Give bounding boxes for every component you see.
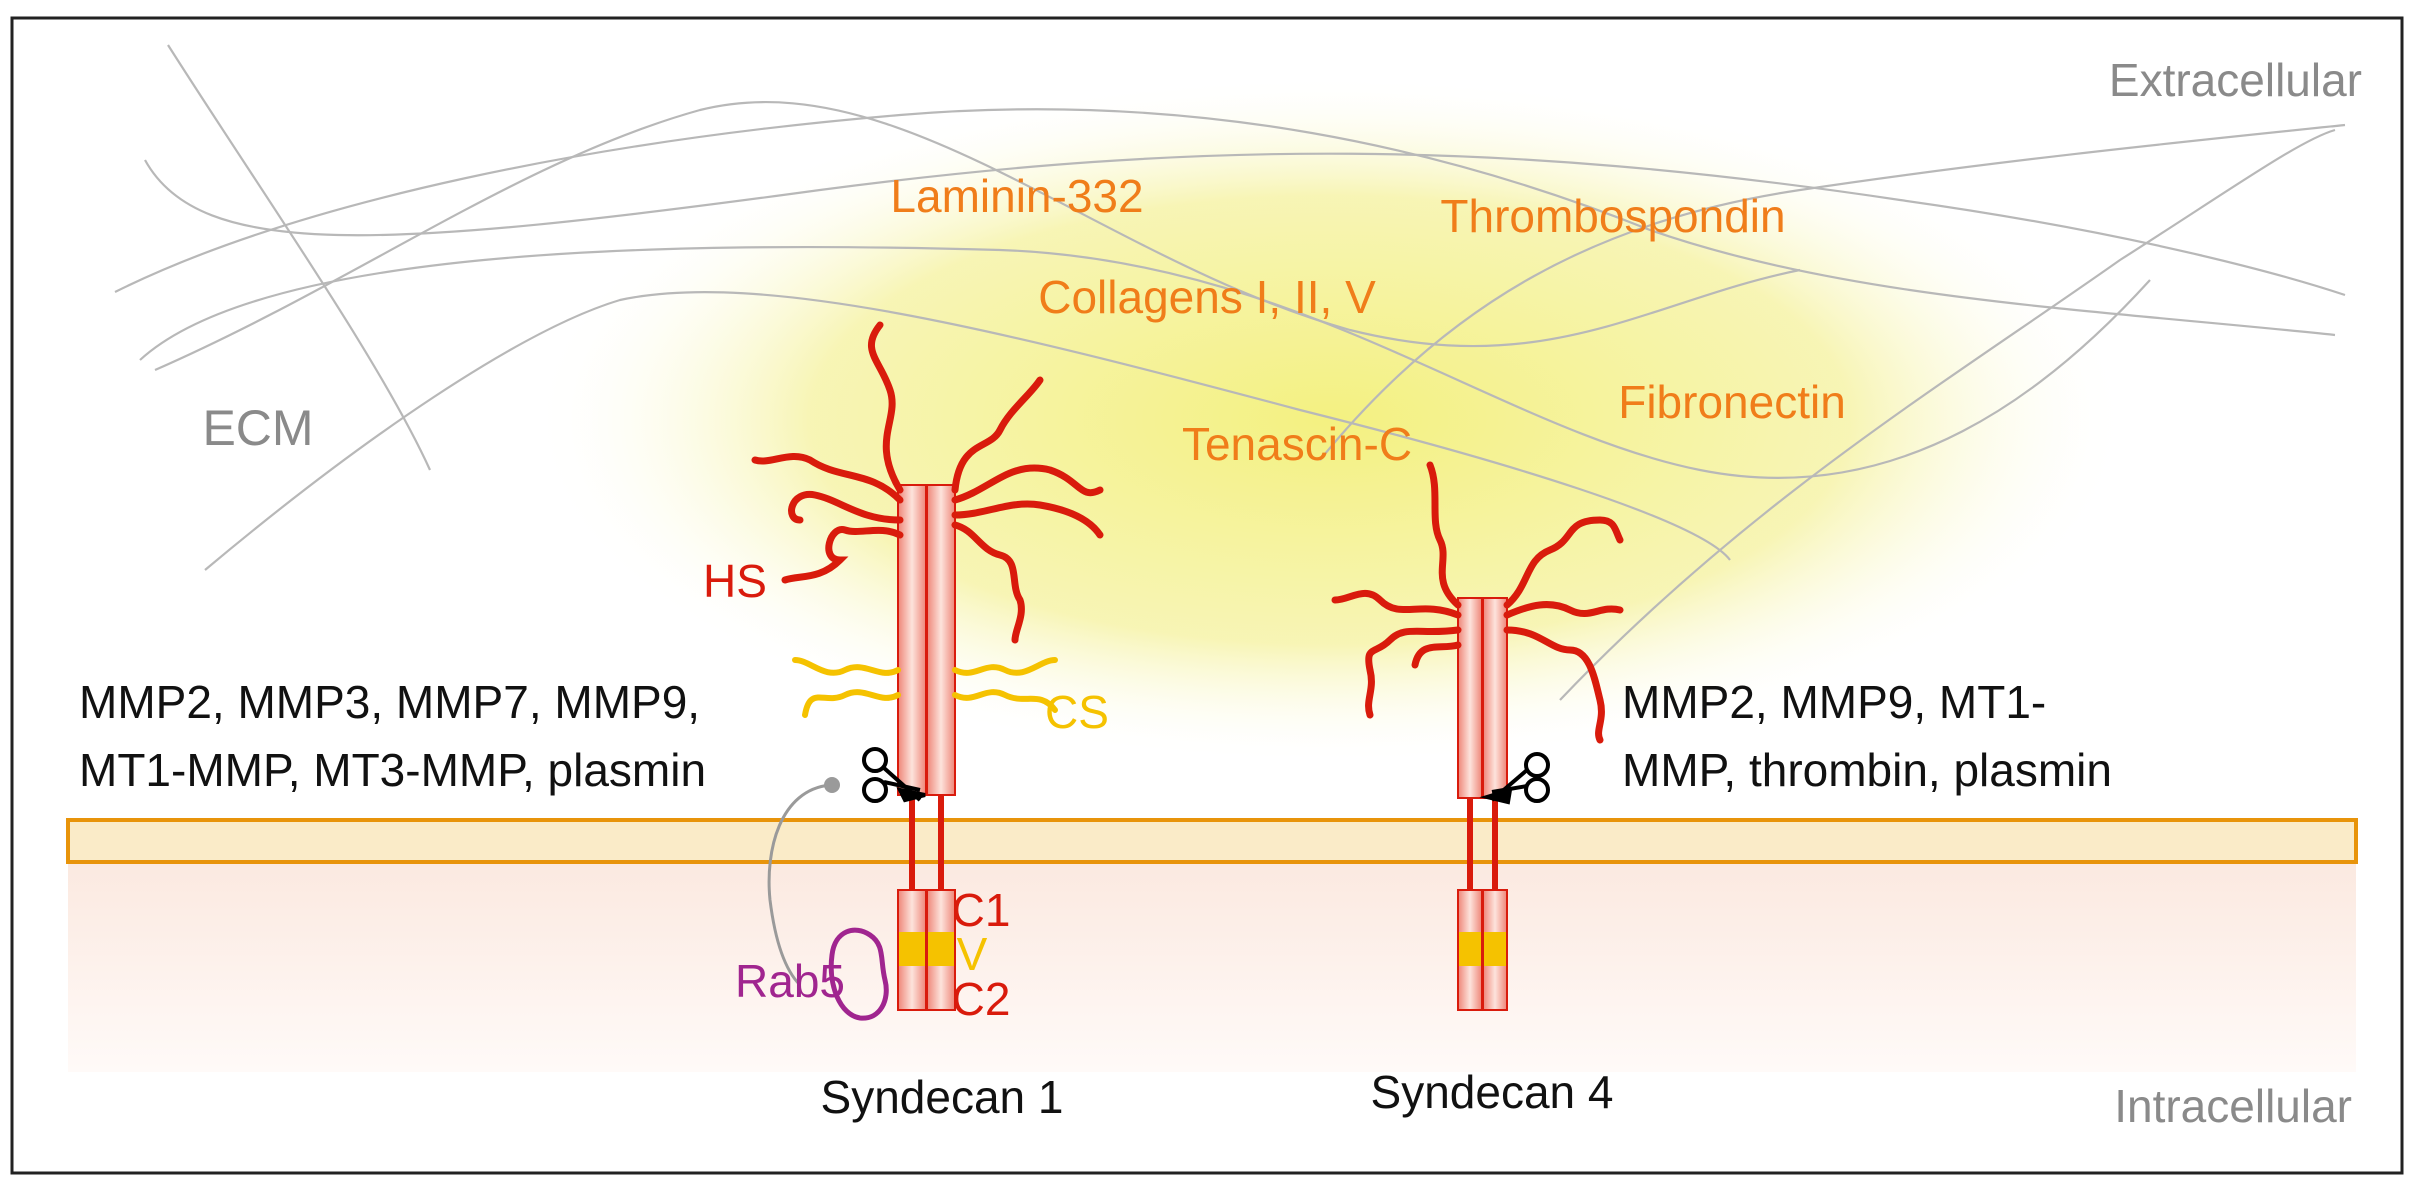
- syndecan1-hs-chains: [751, 321, 1104, 644]
- intracellular-label: Intracellular: [2114, 1080, 2352, 1132]
- thrombospondin-label: Thrombospondin: [1440, 190, 1785, 242]
- syndecan4-hs-chains: [1331, 461, 1624, 744]
- syndecan4-core-protein: [1457, 597, 1508, 1011]
- rab5-dot: [824, 777, 840, 793]
- rab5-label: Rab5: [735, 955, 845, 1007]
- syndecan1-cs-chains: [792, 657, 1058, 718]
- extracellular-label: Extracellular: [2109, 54, 2362, 106]
- syndecan1-proteases-line2: MT1-MMP, MT3-MMP, plasmin: [79, 744, 706, 796]
- ecm-fibers: [114, 44, 2346, 701]
- domain-c1-label: C1: [952, 884, 1011, 936]
- syndecan1-proteases-line1: MMP2, MMP3, MMP7, MMP9,: [79, 676, 700, 728]
- collagens-label: Collagens I, II, V: [1038, 271, 1376, 323]
- syndecan4-proteases-line2: MMP, thrombin, plasmin: [1622, 744, 2112, 796]
- syndecan1-core-protein: [897, 484, 956, 1011]
- domain-c2-label: C2: [952, 973, 1011, 1025]
- plasma-membrane: [66, 818, 2358, 864]
- tenascin-label: Tenascin-C: [1182, 418, 1412, 470]
- rab5-connector: [767, 783, 831, 987]
- fibronectin-label: Fibronectin: [1618, 376, 1846, 428]
- hs-label: HS: [703, 555, 767, 607]
- scissors-icon: [862, 747, 926, 803]
- syndecan4-proteases-line1: MMP2, MMP9, MT1-: [1622, 676, 2046, 728]
- rab5-vesicle: [828, 927, 889, 1021]
- ecm-label: ECM: [202, 400, 313, 456]
- intracellular-region: [68, 862, 2356, 1072]
- cs-label: CS: [1045, 686, 1109, 738]
- syndecan4-name: Syndecan 4: [1371, 1066, 1614, 1118]
- laminin-label: Laminin-332: [890, 170, 1143, 222]
- domain-v-label: V: [957, 928, 988, 980]
- syndecan1-name: Syndecan 1: [821, 1071, 1064, 1123]
- scissors-icon: [1479, 752, 1550, 805]
